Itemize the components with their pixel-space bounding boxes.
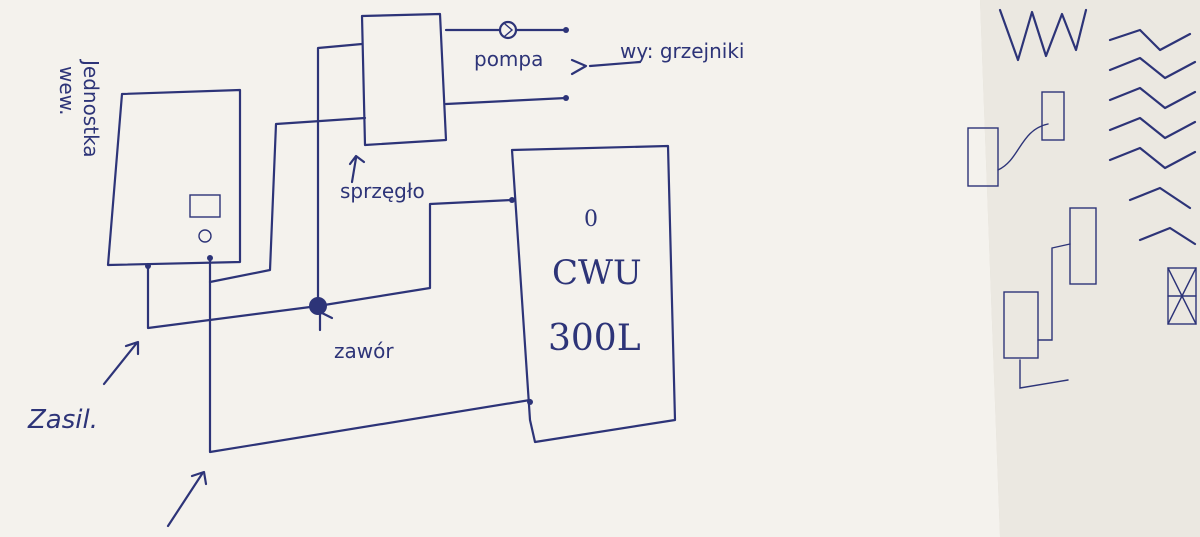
dhw-tank bbox=[510, 144, 677, 444]
unit-label-line1: Jednostka bbox=[79, 58, 103, 158]
tank-label-cwu: CWU bbox=[552, 253, 642, 293]
indoor-unit bbox=[106, 88, 242, 267]
unit-display bbox=[189, 194, 221, 218]
valve-label: zawór bbox=[334, 339, 394, 363]
tank-small-label: 0 bbox=[584, 207, 598, 232]
coupler-box bbox=[360, 12, 448, 147]
side-sketch bbox=[967, 8, 1197, 389]
pipes bbox=[145, 27, 569, 454]
pointer-arrow-icon bbox=[102, 58, 642, 528]
pump-label: pompa bbox=[474, 47, 543, 71]
unit-label-line2: wew. bbox=[55, 66, 79, 116]
paper-sheet-right bbox=[980, 0, 1200, 537]
heaters-label: wy: grzejniki bbox=[620, 39, 744, 63]
pump-circle-icon bbox=[498, 20, 518, 40]
valve-node bbox=[309, 297, 327, 315]
unit-knob bbox=[198, 229, 212, 243]
coupler-label: sprzęgło bbox=[340, 179, 425, 203]
supply-label: Zasil. bbox=[27, 405, 98, 435]
tank-label-volume: 300L bbox=[548, 318, 641, 359]
paper-sheet bbox=[0, 0, 1000, 537]
